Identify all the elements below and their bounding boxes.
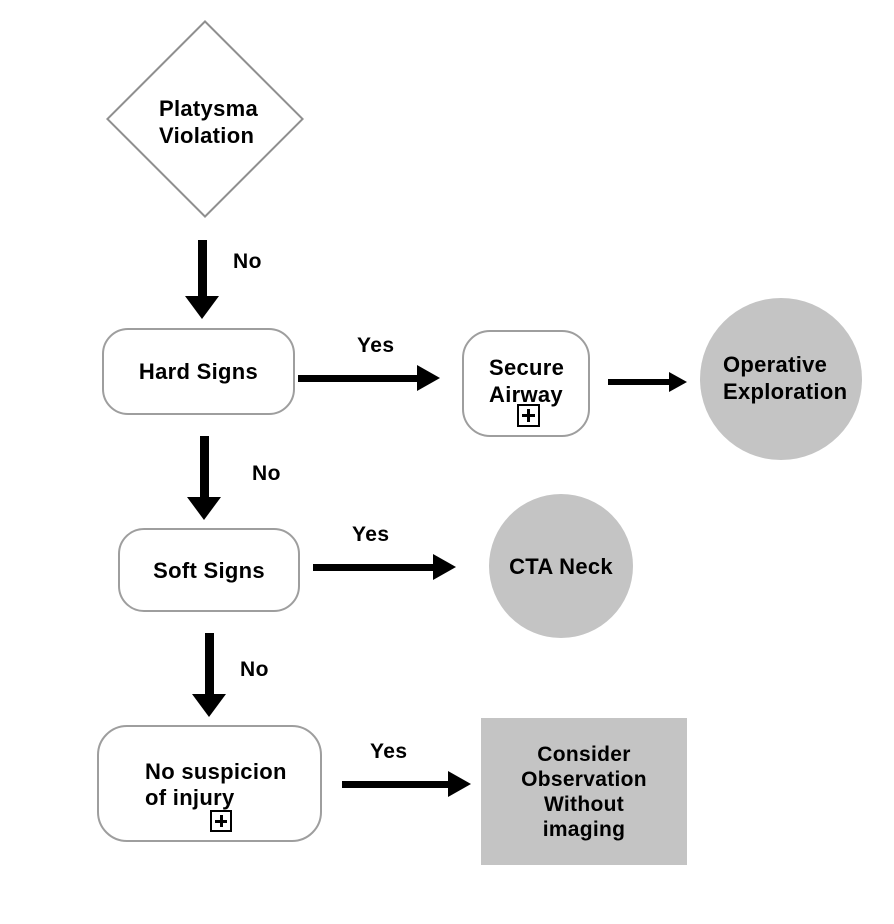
plus-vertical-bar (527, 409, 530, 422)
node-soft-signs: Soft Signs (118, 528, 300, 612)
node-label-line: Violation (159, 123, 255, 148)
arrow-head-down-icon (192, 694, 226, 717)
plus-box-icon (517, 404, 540, 427)
node-platysma-violation: Platysma Violation (159, 95, 258, 149)
edge-label-no: No (240, 658, 269, 681)
node-cta-neck: CTA Neck (489, 494, 633, 638)
arrow-head-down-icon (187, 497, 221, 520)
node-label: Soft Signs (153, 557, 265, 583)
node-consider-observation: Consider Observation Without imaging (481, 718, 687, 865)
node-label-line: Secure (489, 355, 565, 380)
arrow-head-right-icon (433, 554, 456, 580)
node-hard-signs: Hard Signs (102, 328, 295, 415)
node-secure-airway: Secure Airway (462, 330, 590, 437)
arrow-shaft (608, 379, 670, 385)
edge-label-no: No (252, 462, 281, 485)
node-label: Hard Signs (138, 359, 259, 384)
arrow-shaft (342, 781, 449, 788)
node-operative-exploration-label: Operative Exploration (723, 351, 847, 405)
node-label-line: No suspicion (145, 759, 287, 784)
arrow-head-right-icon (417, 365, 440, 391)
node-no-suspicion-label: No suspicion of injury (145, 759, 287, 811)
arrow-shaft (313, 564, 434, 571)
node-secure-airway-label: Secure Airway (489, 354, 564, 408)
arrow-head-right-icon (669, 372, 687, 392)
plus-box-icon (210, 810, 232, 832)
arrow-shaft (205, 633, 214, 695)
arrow-head-down-icon (185, 296, 219, 319)
node-label-line: Without (543, 792, 625, 816)
edge-label-yes: Yes (352, 523, 390, 546)
node-label-line: Exploration (723, 379, 848, 404)
arrow-head-right-icon (448, 771, 471, 797)
node-label-line: Consider (537, 742, 631, 766)
node-label-line: Airway (489, 382, 563, 407)
node-label-line: Operative (723, 352, 828, 377)
edge-label-no: No (233, 250, 262, 273)
plus-vertical-bar (219, 815, 223, 827)
node-label-line: imaging (542, 817, 626, 841)
node-label: CTA Neck (509, 553, 613, 579)
edge-label-yes: Yes (370, 740, 408, 763)
node-label-line: Platysma (159, 96, 259, 121)
arrow-shaft (198, 240, 207, 298)
edge-label-yes: Yes (357, 334, 395, 357)
arrow-shaft (200, 436, 209, 498)
node-operative-exploration: Operative Exploration (700, 298, 862, 460)
node-label-line: of injury (145, 785, 235, 810)
node-no-suspicion-of-injury: No suspicion of injury (97, 725, 322, 842)
node-label-line: Observation (521, 767, 647, 791)
arrow-shaft (298, 375, 418, 382)
